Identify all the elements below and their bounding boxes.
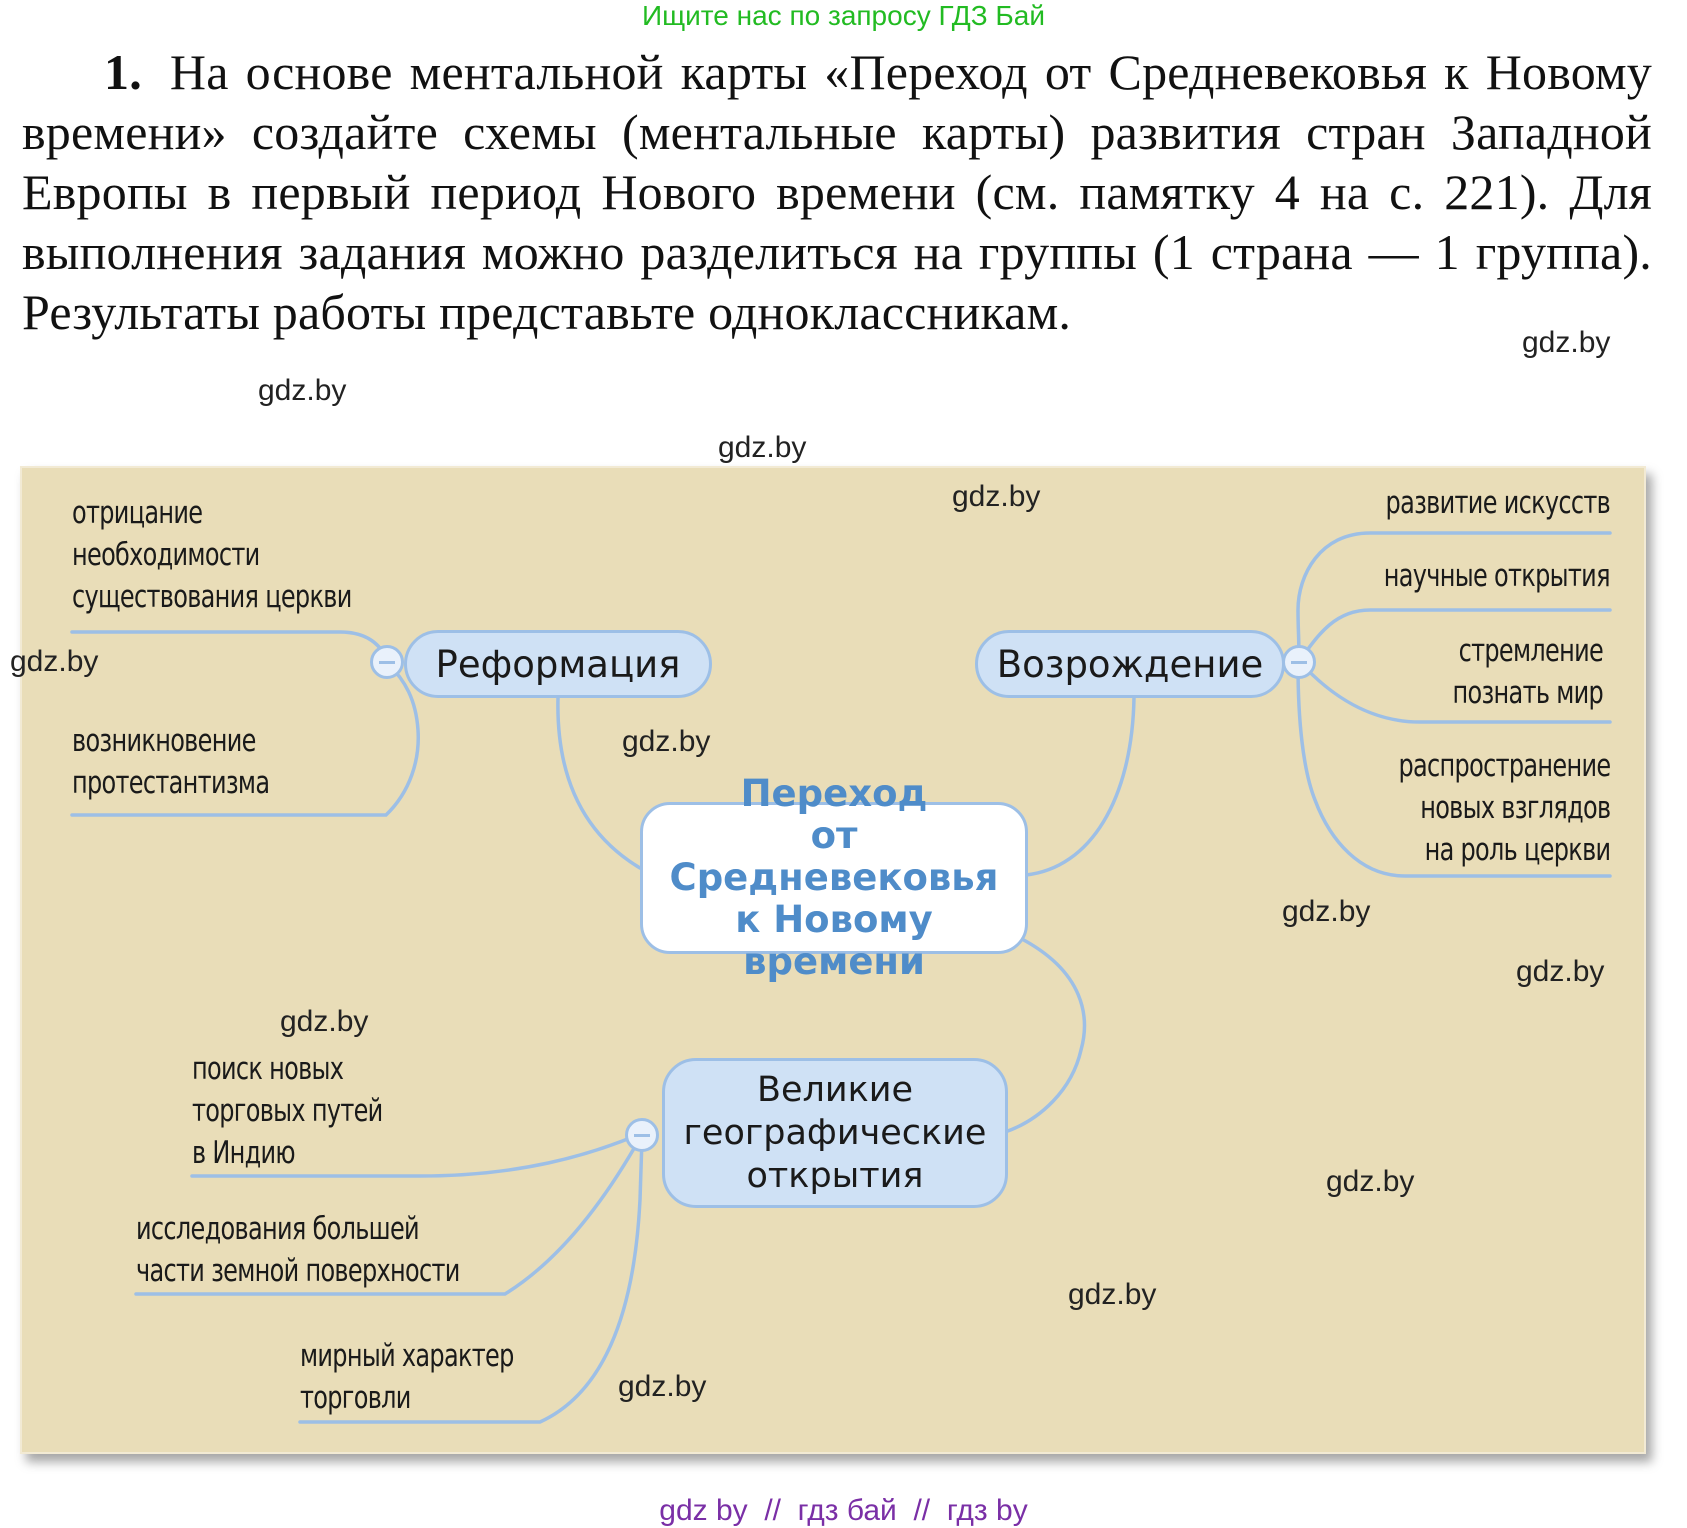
- footer-links[interactable]: gdz by // гдз бай // гдз by: [659, 1494, 1028, 1527]
- link-discoveries-leaf-2: [134, 1136, 642, 1296]
- leaf-renaissance-1: развитие искусств: [1385, 485, 1610, 521]
- link-central-discoveries: [1003, 936, 1087, 1134]
- watermark: gdz.by: [718, 431, 807, 464]
- watermark: gdz.by: [1068, 1278, 1157, 1311]
- watermark: gdz.by: [1282, 895, 1371, 928]
- top-banner[interactable]: Ищите нас по запросу ГДЗ Бай: [641, 0, 1046, 31]
- leaf-discoveries-1: поиск новых торговых путей в Индию: [192, 1051, 383, 1171]
- node-renaissance[interactable]: Возрождение: [975, 630, 1285, 698]
- watermark: gdz.by: [952, 480, 1041, 513]
- link-renaissance-leaf-4: [1296, 663, 1612, 878]
- watermark: gdz.by: [622, 725, 711, 758]
- node-central[interactable]: Переход от Средневековья к Новому времен…: [640, 773, 1028, 983]
- collapse-discoveries-icon[interactable]: [625, 1118, 659, 1152]
- link-central-renaissance: [1024, 696, 1136, 877]
- leaf-reformation-1: отрицание необходимости существования це…: [72, 495, 352, 615]
- leaf-renaissance-3: стремление познать мир: [1452, 633, 1603, 711]
- node-discoveries[interactable]: Великие географические открытия: [662, 1058, 1008, 1208]
- link-reformation-leaf-2: [70, 662, 420, 817]
- link-renaissance-leaf-3: [1298, 660, 1612, 724]
- collapse-renaissance-icon[interactable]: [1282, 645, 1316, 679]
- task-body: На основе ментальной карты «Переход от С…: [22, 44, 1652, 340]
- leaf-discoveries-3: мирный характер торговли: [300, 1338, 514, 1416]
- task-text: 1.На основе ментальной карты «Переход от…: [22, 42, 1652, 342]
- link-reformation-leaf-1: [70, 630, 390, 662]
- leaf-reformation-2: возникновение протестантизма: [72, 723, 270, 801]
- watermark: gdz.by: [10, 645, 99, 678]
- task-number: 1.: [104, 44, 142, 100]
- link-central-reformation: [556, 696, 642, 870]
- link-discoveries-leaf-3: [298, 1136, 644, 1424]
- leaf-renaissance-2: научные открытия: [1383, 558, 1611, 594]
- collapse-reformation-icon[interactable]: [370, 645, 404, 679]
- watermark: gdz.by: [1522, 326, 1611, 359]
- watermark: gdz.by: [258, 374, 347, 407]
- node-reformation[interactable]: Реформация: [404, 630, 712, 698]
- watermark: gdz.by: [1516, 955, 1605, 988]
- watermark: gdz.by: [1326, 1165, 1415, 1198]
- leaf-discoveries-2: исследования большей части земной поверх…: [136, 1211, 460, 1289]
- watermark: gdz.by: [618, 1370, 707, 1403]
- leaf-renaissance-4: распространение новых взглядов на роль ц…: [1398, 748, 1611, 868]
- link-discoveries-leaf-1: [190, 1132, 642, 1178]
- watermark: gdz.by: [280, 1005, 369, 1038]
